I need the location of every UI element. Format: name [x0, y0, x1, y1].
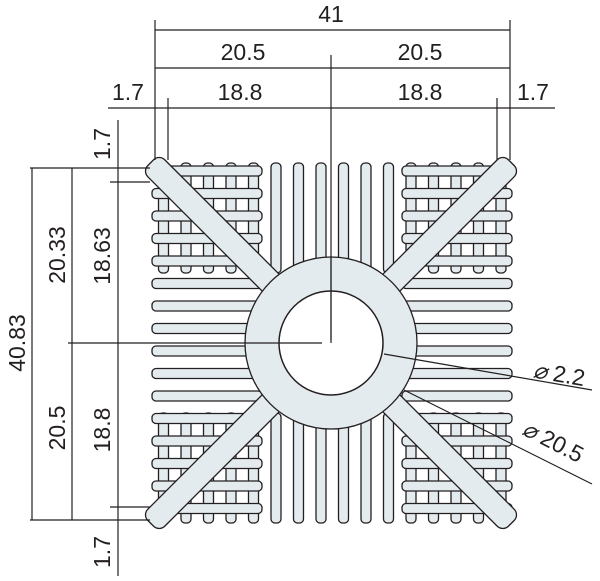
- fin-margin-left-label: 1.7: [112, 79, 144, 105]
- bottom-fin: [382, 412, 395, 524]
- left-fin: [151, 390, 263, 402]
- overall-height-label: 40.83: [4, 314, 30, 372]
- left-fin: [151, 277, 263, 290]
- top-fin: [360, 162, 372, 274]
- bottom-fin: [337, 412, 350, 524]
- left-fin: [151, 367, 263, 380]
- diameter-symbol-icon: ⌀: [531, 357, 551, 385]
- right-fin: [401, 300, 513, 312]
- top-fin: [382, 162, 395, 274]
- bottom-fin: [315, 412, 327, 524]
- heatsink-profile: [144, 156, 518, 530]
- lower-fin-span-label: 18.8: [89, 408, 115, 453]
- bottom-fin: [270, 412, 282, 524]
- top-fin: [337, 162, 350, 274]
- overall-width-label: 41: [318, 1, 344, 27]
- vertical-dimensions: [30, 120, 322, 576]
- top-fin: [270, 162, 282, 274]
- bottom-fin: [360, 412, 372, 524]
- right-fin: [401, 322, 513, 335]
- fin-span-right-label: 18.8: [398, 79, 443, 105]
- upper-half-height-label: 20.33: [44, 226, 70, 284]
- upper-fin-span-label: 18.63: [89, 227, 115, 285]
- left-fin: [151, 300, 263, 312]
- diameter-leaders: [383, 353, 593, 485]
- hub-diameter-callout: ⌀ 20.5: [518, 415, 588, 468]
- bottom-fin: [292, 412, 305, 524]
- half-width-right-label: 20.5: [398, 39, 443, 65]
- horizontal-dimensions: [108, 20, 555, 340]
- right-fin: [401, 277, 513, 290]
- top-fin: [315, 162, 327, 274]
- bore-diameter-callout: ⌀ 2.2: [531, 357, 587, 392]
- top-margin-label: 1.7: [89, 128, 115, 160]
- half-width-left-label: 20.5: [221, 39, 266, 65]
- fin-margin-right-label: 1.7: [517, 79, 549, 105]
- lower-half-height-label: 20.5: [44, 406, 70, 451]
- bottom-margin-label: 1.7: [89, 536, 115, 568]
- top-fin: [292, 162, 305, 274]
- fin-span-left-label: 18.8: [218, 79, 263, 105]
- right-fin: [401, 390, 513, 402]
- bore-diameter-label: 2.2: [551, 360, 587, 391]
- right-fin: [401, 345, 513, 357]
- hub-diameter-label: 20.5: [536, 424, 588, 467]
